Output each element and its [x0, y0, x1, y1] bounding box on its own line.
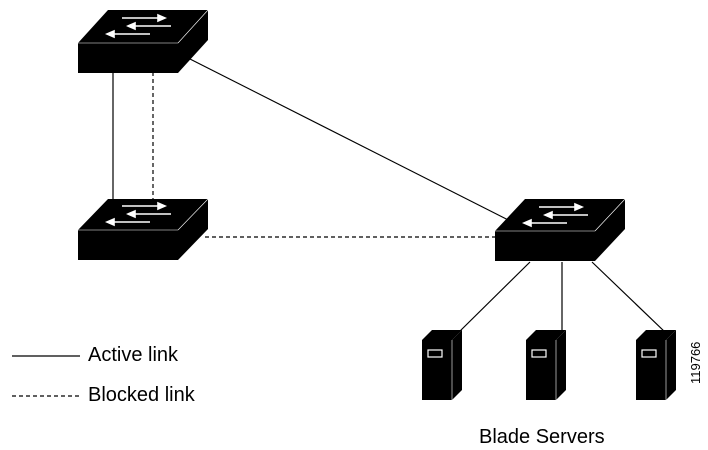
- figure-id: 119766: [688, 341, 703, 384]
- server-icon: [636, 330, 676, 400]
- switch-icon: [495, 198, 626, 261]
- blade-servers-label: Blade Servers: [479, 426, 605, 448]
- switch-icon: [78, 9, 209, 73]
- legend-blocked-label: Blocked link: [88, 384, 195, 406]
- switch-icon: [78, 198, 209, 260]
- server-icon: [422, 330, 462, 400]
- link-switch-server-1: [457, 261, 531, 334]
- link-switch-server-3: [591, 261, 667, 334]
- link-top-right-active: [187, 57, 533, 233]
- legend-active-label: Active link: [88, 344, 179, 366]
- server-icon: [526, 330, 566, 400]
